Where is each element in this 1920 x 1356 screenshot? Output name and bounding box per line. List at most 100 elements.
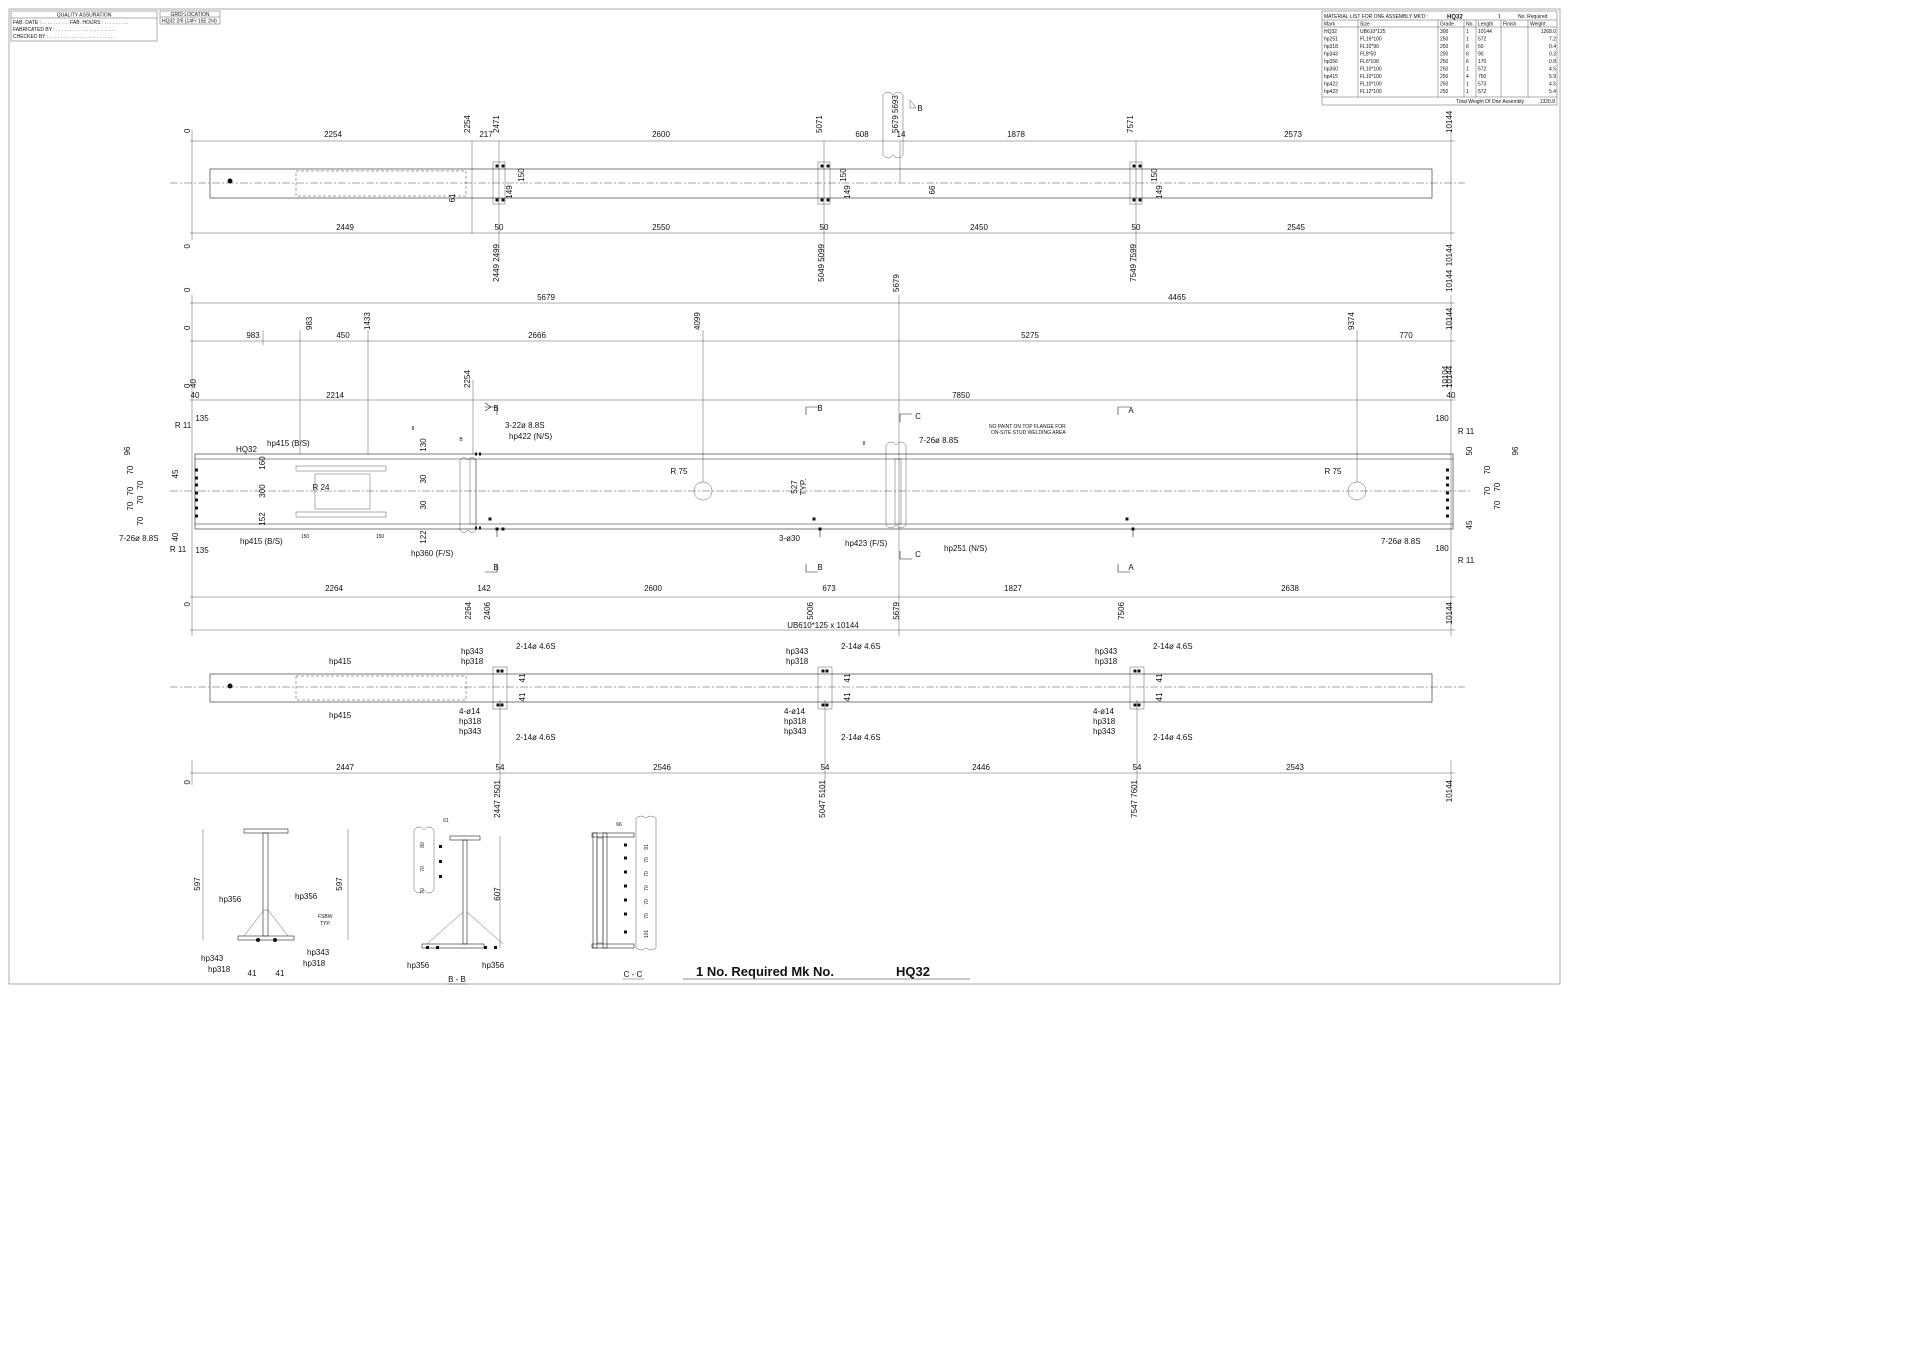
section-height: 597 bbox=[193, 877, 202, 891]
material-list-count: 1 bbox=[1498, 14, 1501, 20]
dimension-label: 5679 bbox=[537, 293, 555, 302]
dimension-tick: 5679 5693 bbox=[891, 95, 900, 133]
edge-dimension: 45 bbox=[171, 469, 180, 478]
sheet-border bbox=[8, 8, 1561, 985]
material-list-cell: hp251 bbox=[1324, 37, 1338, 43]
dimension-label: 673 bbox=[822, 584, 836, 593]
part-callout: hp415 bbox=[329, 657, 352, 666]
dimension-tick: 0 bbox=[183, 243, 192, 248]
dimension-label: 1878 bbox=[1007, 130, 1025, 139]
dimension-label: 450 bbox=[336, 331, 350, 340]
local-dimension: 180 bbox=[1435, 414, 1449, 423]
radius-label: R 11 bbox=[1458, 556, 1475, 565]
part-callout: hp422 (N/S) bbox=[509, 432, 552, 441]
section-cut-label: C bbox=[915, 550, 921, 559]
dimension-label: 2638 bbox=[1281, 584, 1299, 593]
part-callout: hp318 bbox=[1095, 657, 1118, 666]
hole-callout: 4-ø14 bbox=[1093, 707, 1114, 716]
dimension-tick: 7549 7599 bbox=[1129, 243, 1138, 281]
material-list-cell: 90 bbox=[1478, 52, 1484, 58]
weld-cloud bbox=[459, 457, 477, 533]
edge-dimension: 70 bbox=[126, 465, 135, 474]
dimension-tick: 10144 bbox=[1445, 779, 1454, 802]
weld-cloud bbox=[882, 91, 904, 159]
shop-drawing: QUALITY ASSURATION FAB. DATE : . . . . .… bbox=[8, 8, 1561, 985]
section-cut-label: B bbox=[817, 563, 822, 572]
local-dimension: 41 bbox=[518, 692, 527, 701]
dimension-label: 2666 bbox=[528, 331, 546, 340]
material-list-cell: 1 bbox=[1466, 89, 1469, 95]
material-list-cell: 4.5 bbox=[1549, 82, 1556, 88]
part-callout: hp356 bbox=[407, 961, 430, 970]
local-dimension: 527 bbox=[790, 480, 799, 494]
dimension-tick: 1433 bbox=[363, 312, 372, 330]
bolt-callout: 2-14ø 4.6S bbox=[841, 642, 881, 651]
member-designation: UB610*125 x 10144 bbox=[787, 621, 859, 630]
local-dimension: 180 bbox=[1435, 544, 1449, 553]
qa-fab-date: FAB. DATE : . . . . . . . . . . FAB. HOU… bbox=[13, 20, 128, 26]
bolt-callout: 7-26ø 8.8S bbox=[1381, 537, 1421, 546]
material-list-cell: 6 bbox=[1466, 52, 1469, 58]
dimension-tick: 2406 bbox=[483, 601, 492, 619]
dimension-tick: 10144 bbox=[1445, 110, 1454, 133]
local-dimension: 30 bbox=[419, 474, 428, 483]
end-plate-bolts bbox=[195, 452, 1449, 531]
dimension-tick: 40 bbox=[189, 379, 198, 388]
material-list-cell: 572 bbox=[1478, 37, 1487, 43]
bolt-callout: 7-26ø 8.8S bbox=[119, 534, 159, 543]
part-callout: hp360 (F/S) bbox=[411, 549, 454, 558]
dimension-label: 7850 bbox=[952, 391, 970, 400]
web-opening bbox=[314, 473, 371, 510]
local-dimension: 152 bbox=[258, 512, 267, 526]
material-list-cell: 250 bbox=[1440, 52, 1449, 58]
section-cut-label: B bbox=[459, 437, 463, 443]
dimension-tick: 2471 bbox=[492, 115, 501, 133]
no-paint-note: NO PAINT ON TOP FLANGE FOR bbox=[989, 424, 1066, 430]
part-callout: hp318 bbox=[303, 959, 326, 968]
local-dimension: 150 bbox=[517, 168, 526, 182]
dimension-label: 50 bbox=[1132, 223, 1141, 232]
dimension-label: 983 bbox=[246, 331, 260, 340]
material-list-cell: 60 bbox=[1478, 44, 1484, 50]
dimension-tick: 0 bbox=[183, 128, 192, 133]
dimension-tick: 10144 bbox=[1445, 269, 1454, 292]
mark-label: HQ32 bbox=[236, 445, 257, 454]
dimension-tick: 2254 bbox=[463, 115, 472, 133]
part-callout: hp343 bbox=[1093, 727, 1116, 736]
dimension-label: 4465 bbox=[1168, 293, 1186, 302]
local-dimension: 61 bbox=[448, 193, 457, 202]
total-weight-label: Total Weight Of One Assembly bbox=[1456, 99, 1524, 105]
dimension-tick: 2254 bbox=[463, 370, 472, 388]
material-list-cell: FL10*100 bbox=[1360, 74, 1382, 80]
total-weight-value: 1320.8 bbox=[1540, 99, 1556, 105]
material-list-cell: 6 bbox=[1466, 44, 1469, 50]
material-list-cell: 250 bbox=[1440, 74, 1449, 80]
material-list-cell: 6 bbox=[1466, 59, 1469, 65]
material-list-cell: hp318 bbox=[1324, 44, 1338, 50]
part-callout: hp356 bbox=[482, 961, 505, 970]
material-list-cell: 170 bbox=[1478, 59, 1487, 65]
material-list-cell: 250 bbox=[1440, 44, 1449, 50]
local-dimension: 150 bbox=[839, 168, 848, 182]
local-dimension: 135 bbox=[195, 414, 209, 423]
dimension-label: 1827 bbox=[1004, 584, 1022, 593]
hole-callout: 4-ø14 bbox=[784, 707, 805, 716]
part-callout: hp343 bbox=[307, 948, 330, 957]
material-list-cell: FL10*100 bbox=[1360, 67, 1382, 73]
material-list-cell: hp423 bbox=[1324, 89, 1338, 95]
edge-dimension: 70 bbox=[126, 501, 135, 510]
section-height: 607 bbox=[493, 887, 502, 901]
material-list-cell: 5.9 bbox=[1549, 74, 1556, 80]
dimension-label: 5275 bbox=[1021, 331, 1039, 340]
dimension-label: 40 bbox=[1447, 391, 1456, 400]
dimension-label: 2446 bbox=[972, 763, 990, 772]
material-list-header: No. bbox=[1466, 22, 1474, 28]
bolt-gauge: 70 bbox=[644, 871, 650, 877]
bolt-gauge: 70 bbox=[420, 866, 426, 872]
dimension-tick: 0 bbox=[183, 601, 192, 606]
local-dimension: 66 bbox=[616, 822, 622, 828]
typical-note: TYP. bbox=[799, 479, 808, 496]
qa-block: QUALITY ASSURATION FAB. DATE : . . . . .… bbox=[10, 10, 158, 42]
